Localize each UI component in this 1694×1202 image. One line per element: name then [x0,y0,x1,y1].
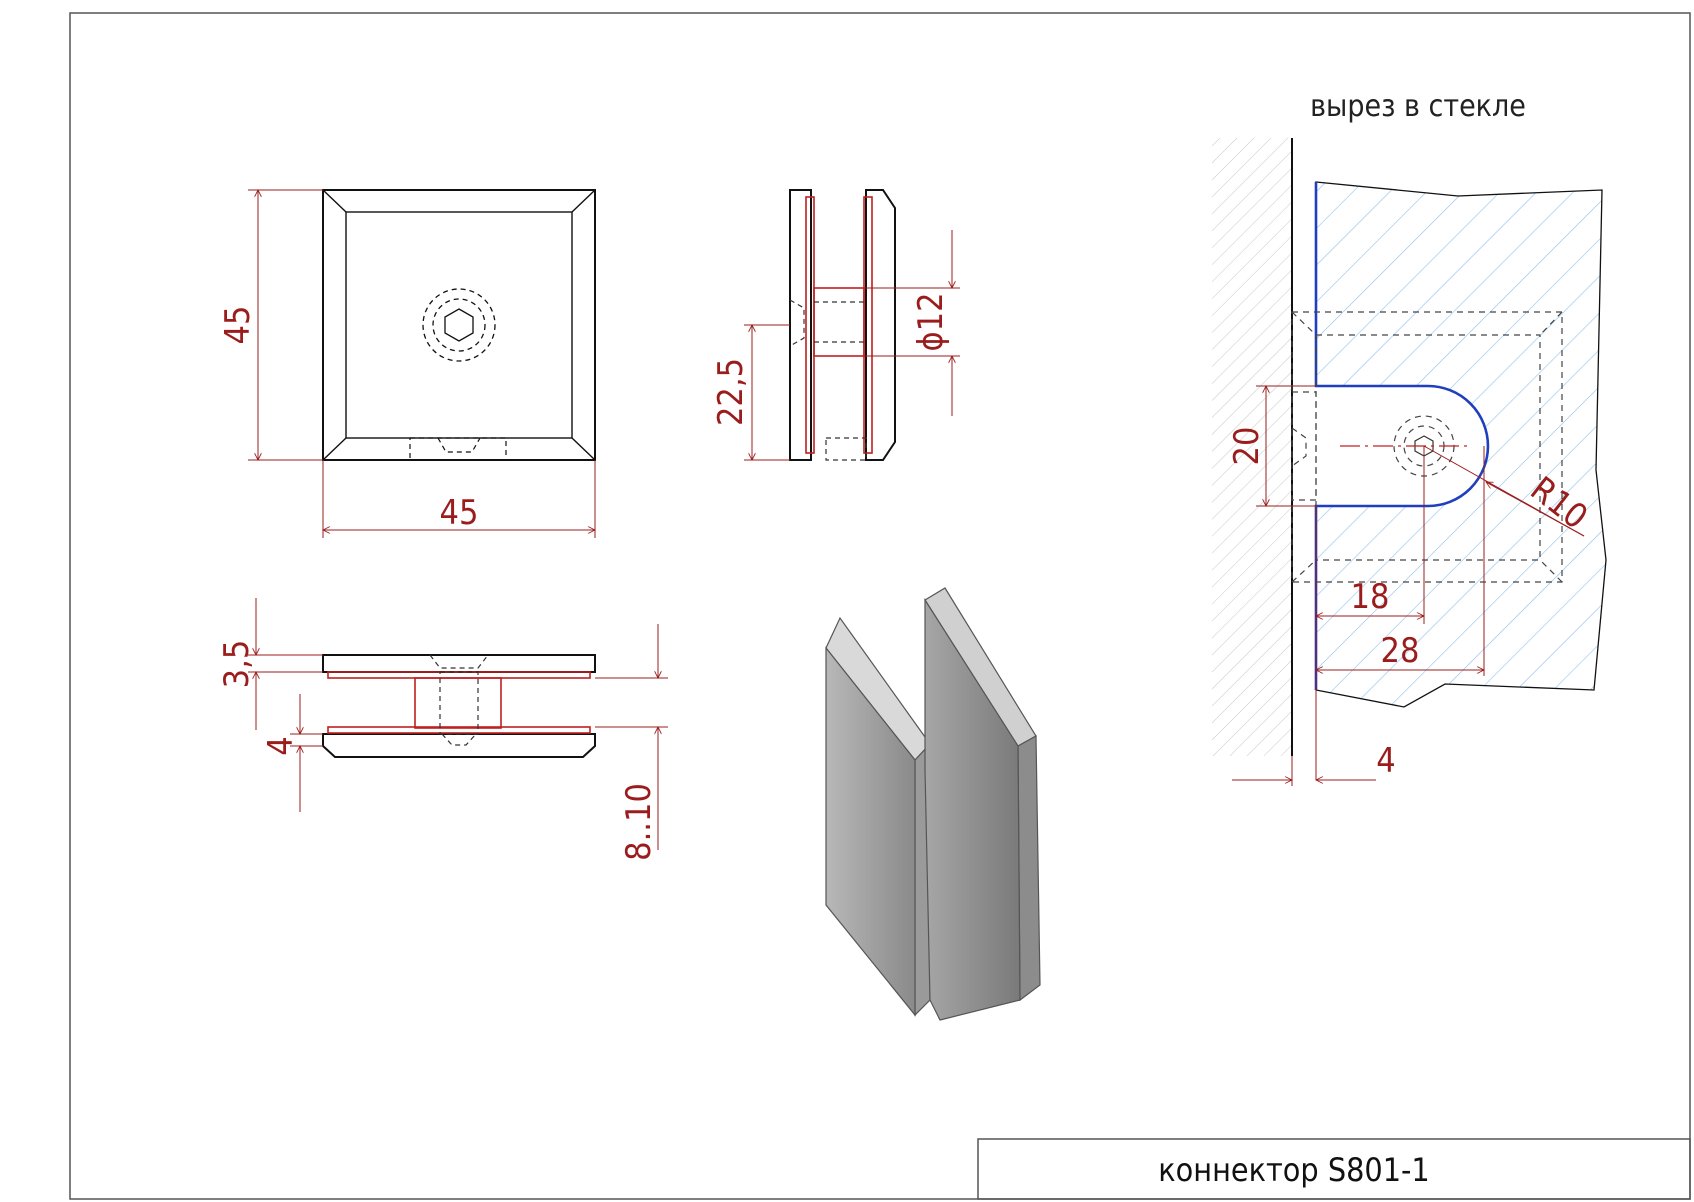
bottom-view-red-parts [327,671,591,734]
front-view [322,189,596,461]
dim-wall-gap: 4 [1376,741,1395,781]
dim-cutout-height: 20 [1227,427,1267,466]
sheet-frame [69,12,1691,1200]
dim-bottom-thickness: 4 [261,736,301,755]
bottom-view [322,654,596,758]
title-block: коннектор S801-1 [977,1138,1691,1200]
title-block-text: коннектор S801-1 [1158,1151,1429,1189]
bottom-view-dimensions [248,598,668,850]
hex-screw-hidden [422,288,496,362]
side-view-red-parts [805,196,873,454]
dim-cutout-center: 18 [1351,577,1390,617]
bottom-view-hidden [429,654,489,746]
wall-hatch [1212,138,1293,756]
side-view-hidden [789,299,867,461]
dim-side-offset: 22,5 [711,358,751,426]
dim-hole-diameter: ϕ12 [911,292,951,351]
dim-glass-range: 8..10 [619,783,659,861]
dim-cutout-depth: 28 [1381,631,1420,671]
side-view-dimensions [744,230,960,460]
dim-top-thickness: 3,5 [217,640,257,689]
dim-front-height: 45 [218,306,258,345]
cutout-dimensions [1232,386,1585,786]
isometric-connector [825,587,1041,1021]
bottom-screw-hidden [409,437,507,461]
cutout-caption: вырез в стекле [1310,89,1526,124]
dim-front-width: 45 [440,493,479,533]
front-view-dimensions [248,190,595,538]
cutout-edge [1314,182,1490,690]
glass-panel [1315,181,1607,708]
